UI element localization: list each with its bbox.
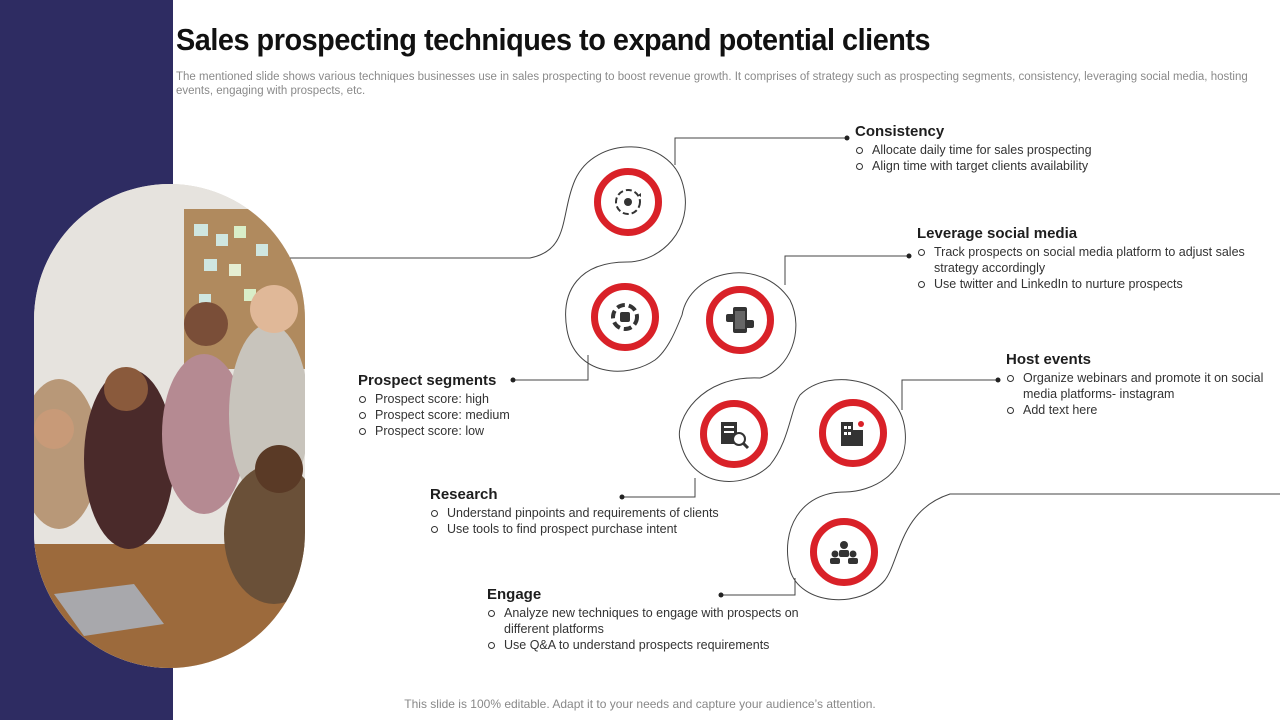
cycle-target-icon [594, 168, 662, 236]
research-point: Understand pinpoints and requirements of… [430, 505, 750, 521]
research-heading: Research [430, 486, 498, 503]
events-heading: Host events [1006, 351, 1092, 368]
snake-path [290, 146, 1280, 601]
pointer-segments [513, 355, 589, 381]
research-block: Research Understand pinpoints and requir… [430, 486, 750, 537]
event-building-icon [819, 399, 887, 467]
segments-point: Prospect score: low [358, 423, 578, 439]
pointer-engage [721, 578, 796, 596]
team-engage-icon [810, 518, 878, 586]
document-search-icon [700, 400, 768, 468]
page-title: Sales prospecting techniques to expand p… [176, 22, 931, 57]
segments-heading: Prospect segments [358, 372, 497, 389]
segments-point: Prospect score: high [358, 391, 578, 407]
pointer-events [901, 379, 998, 410]
social-point: Use twitter and LinkedIn to nurture pros… [917, 276, 1247, 292]
social-block: Leverage social media Track prospects on… [917, 225, 1247, 292]
pointer-social [784, 255, 909, 285]
page-subtitle: The mentioned slide shows various techni… [176, 71, 1248, 97]
segments-point: Prospect score: medium [358, 407, 578, 423]
pointer-research [622, 478, 696, 498]
consistency-point: Allocate daily time for sales prospectin… [855, 142, 1235, 158]
consistency-heading: Consistency [855, 123, 945, 140]
engage-point: Use Q&A to understand prospects requirem… [487, 637, 807, 653]
research-point: Use tools to find prospect purchase inte… [430, 521, 750, 537]
consistency-block: Consistency Allocate daily time for sale… [855, 123, 1235, 174]
events-block: Host events Organize webinars and promot… [1006, 351, 1266, 418]
segments-cycle-icon [591, 283, 659, 351]
events-point: Add text here [1006, 402, 1266, 418]
pointer-consistency [674, 137, 847, 165]
social-point: Track prospects on social media platform… [917, 244, 1247, 276]
mobile-social-icon [706, 286, 774, 354]
engage-heading: Engage [487, 586, 542, 603]
events-point: Organize webinars and promote it on soci… [1006, 370, 1266, 402]
consistency-point: Align time with target clients availabil… [855, 158, 1235, 174]
segments-block: Prospect segments Prospect score: high P… [358, 372, 578, 439]
social-heading: Leverage social media [917, 225, 1078, 242]
footer-note: This slide is 100% editable. Adapt it to… [404, 697, 876, 711]
engage-block: Engage Analyze new techniques to engage … [487, 586, 807, 653]
engage-point: Analyze new techniques to engage with pr… [487, 605, 807, 637]
